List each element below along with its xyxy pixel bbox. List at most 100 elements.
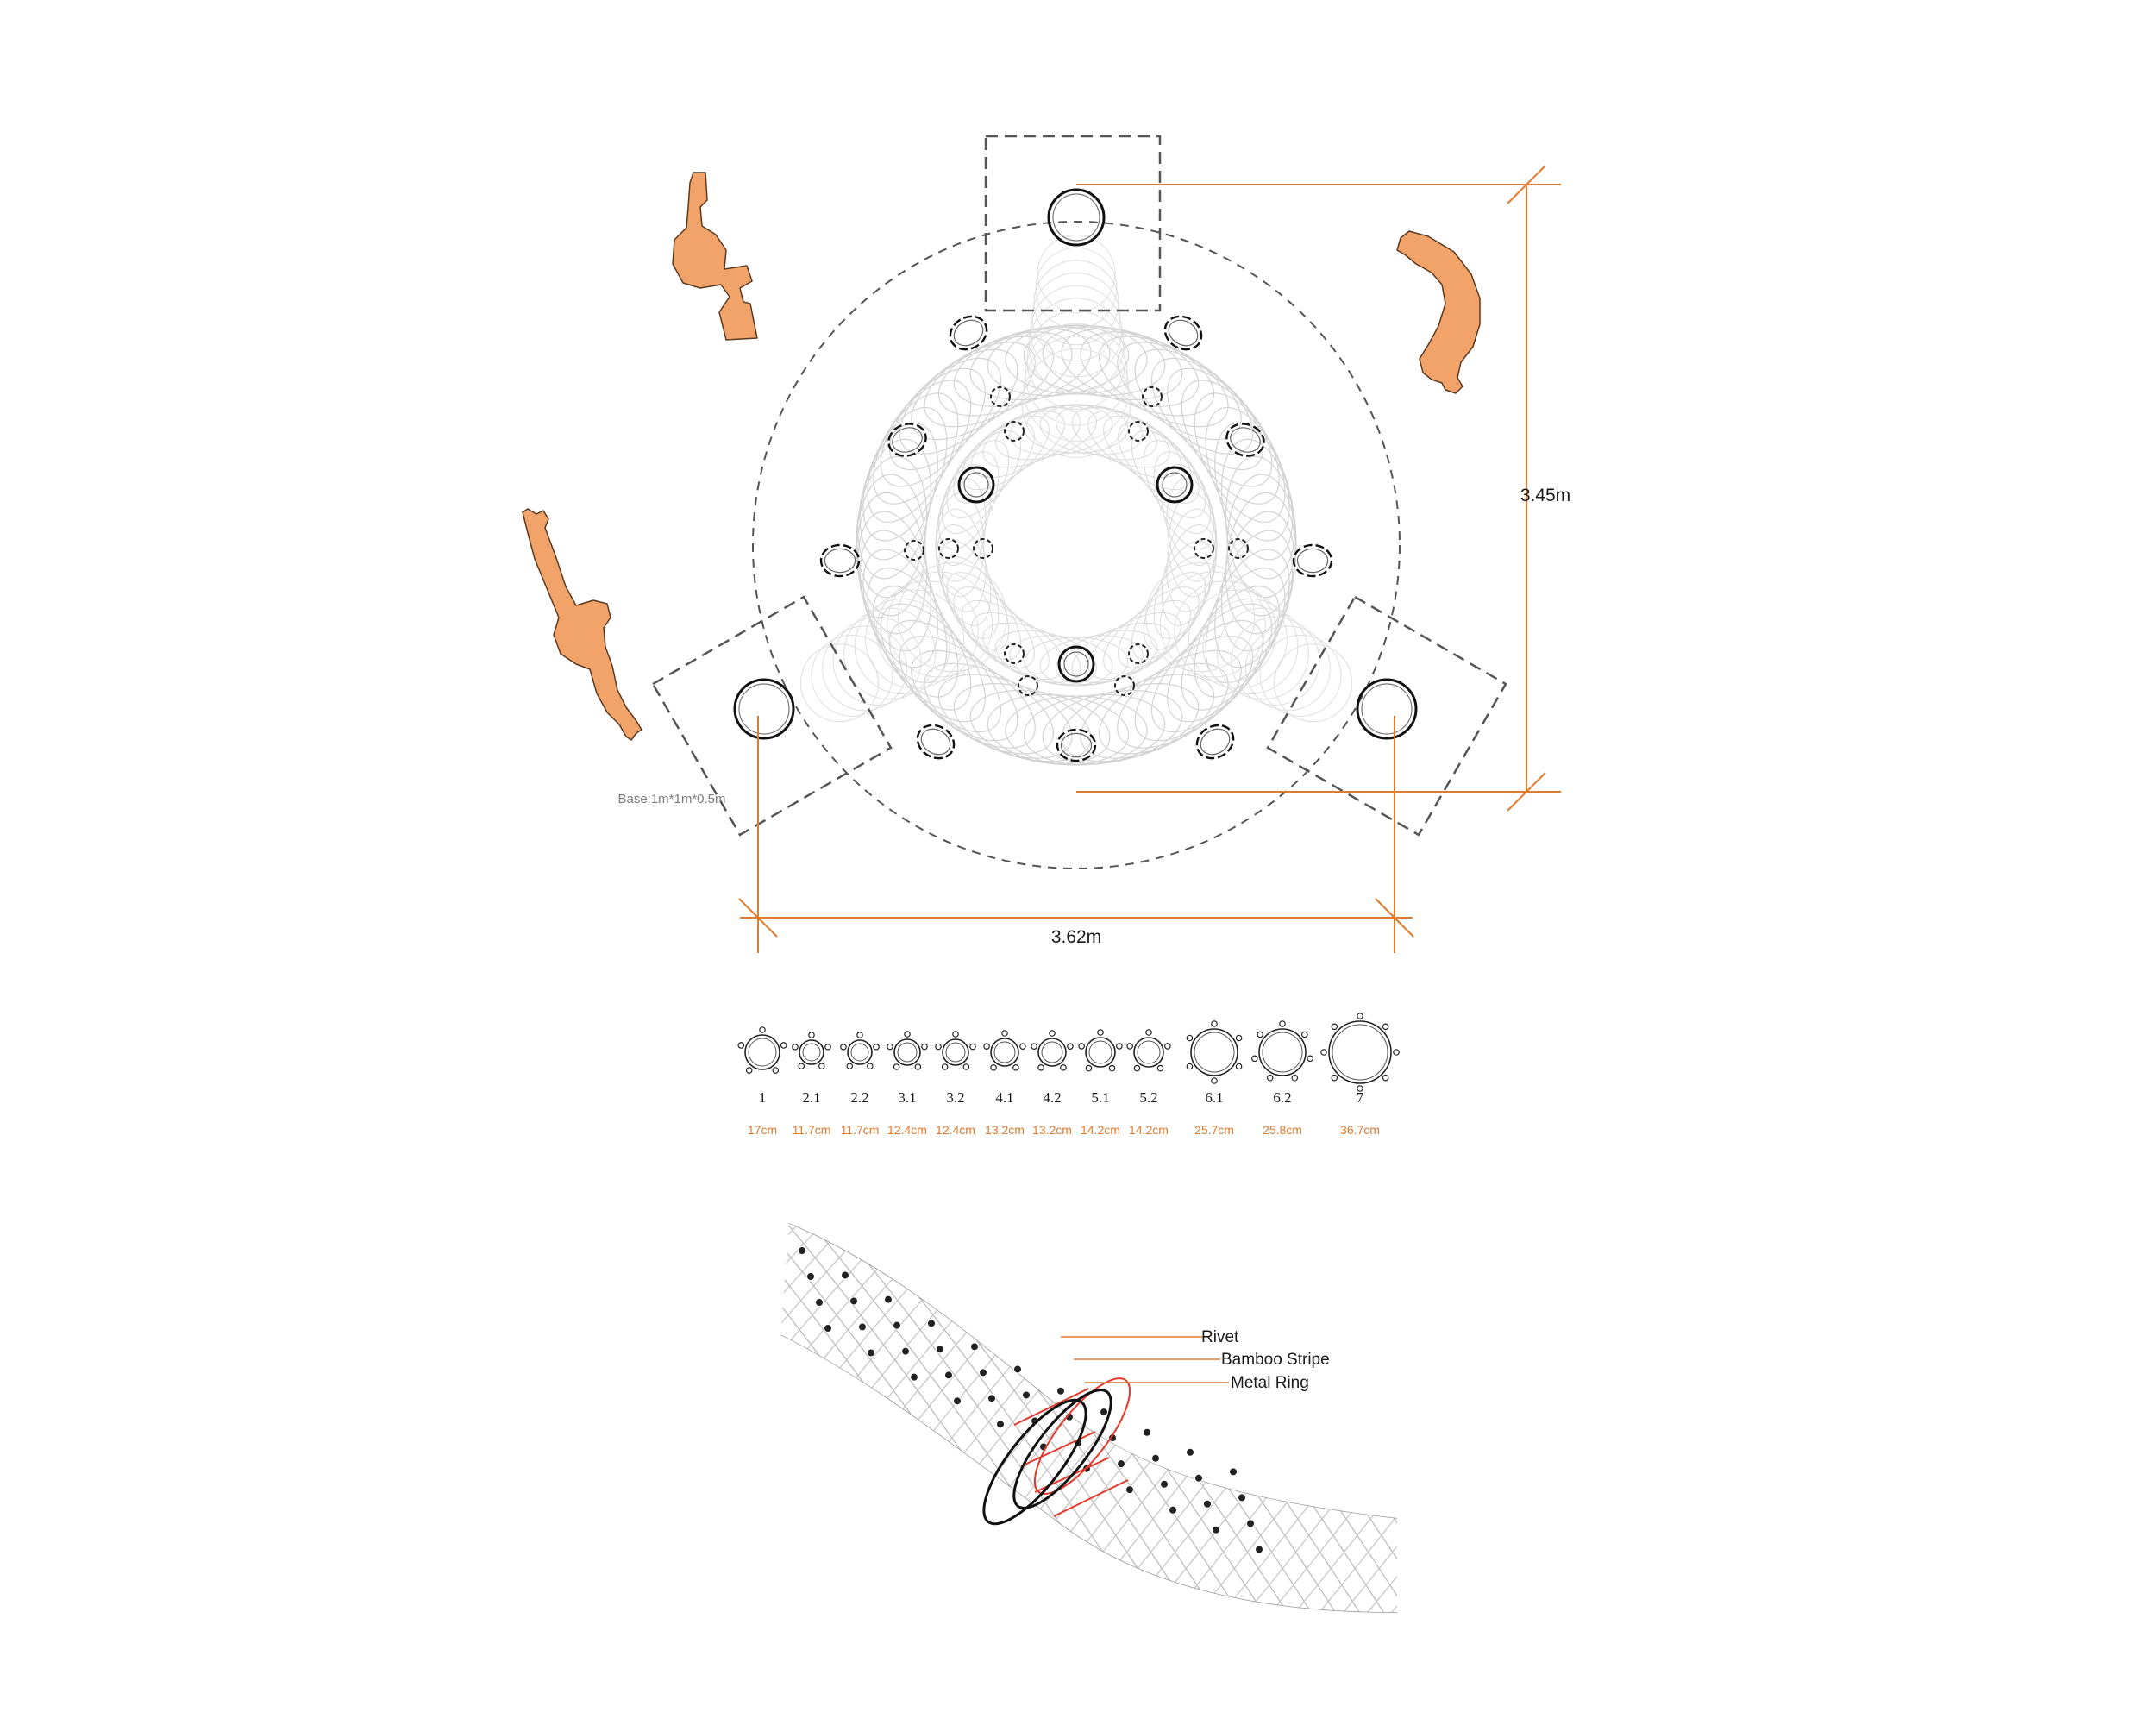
bamboo-stripe	[1652, 1190, 1980, 1639]
lattice-strand	[1056, 405, 1157, 461]
lattice-strand	[822, 625, 908, 712]
catalog-ring-inner	[850, 1043, 869, 1062]
lattice-strand	[1259, 634, 1342, 717]
bamboo-stripe	[789, 1223, 1170, 1613]
lattice-strand	[856, 474, 926, 617]
lattice-strand	[887, 571, 993, 678]
lattice-strand	[1202, 599, 1299, 694]
bamboo-weave	[41, 1190, 2039, 1639]
inner-ring-core	[1162, 472, 1188, 498]
inner-ring	[1156, 466, 1194, 504]
ring-catalog: 117cm2.111.7cm2.211.7cm3.112.4cm3.212.4c…	[737, 1013, 1400, 1137]
bamboo-stripe	[1248, 1223, 1397, 1613]
catalog-ring-outer	[942, 1038, 969, 1066]
bamboo-stripe	[1659, 1190, 2039, 1639]
bamboo-stripe	[155, 1190, 483, 1639]
plan-ring-inner	[1200, 728, 1231, 756]
base-square-top	[984, 135, 1162, 312]
lattice-strand	[1161, 524, 1217, 626]
catalog-rivet	[990, 1063, 997, 1071]
catalog-rivet	[1031, 1043, 1037, 1051]
bamboo-stripe	[780, 1223, 991, 1613]
bamboo-stripe	[780, 1223, 1025, 1613]
rivet	[815, 1298, 824, 1307]
bamboo-stripe	[300, 1190, 628, 1639]
catalog-rivet	[824, 1044, 831, 1051]
human-figure-right	[1396, 230, 1481, 394]
catalog-rivet	[1085, 1064, 1093, 1072]
connector-ring	[990, 386, 1011, 407]
ring-catalog-item: 5.114.2cm	[1078, 1029, 1123, 1137]
rivet	[1212, 1525, 1220, 1534]
bamboo-stripe	[348, 1190, 676, 1639]
catalog-rivet	[1049, 1030, 1056, 1037]
bamboo-stripe	[1055, 1223, 1397, 1613]
catalog-rivet	[1266, 1074, 1274, 1082]
lattice-strand	[1274, 643, 1353, 723]
bamboo-stripe	[186, 1190, 566, 1639]
rivet	[970, 1342, 979, 1352]
bamboo-stripe	[837, 1223, 1219, 1613]
lattice-strand	[1194, 568, 1286, 698]
rivet	[953, 1396, 962, 1406]
lattice-strand	[1071, 407, 1170, 468]
catalog-rivet	[1097, 1029, 1104, 1036]
rivet	[936, 1345, 944, 1354]
catalog-rivet	[1382, 1074, 1389, 1082]
bamboo-stripe	[780, 1223, 822, 1613]
bamboo-stripe	[90, 1190, 469, 1639]
bamboo-stripe	[1224, 1223, 1397, 1613]
lattice-strand	[880, 367, 986, 487]
rivet	[1117, 1459, 1125, 1469]
catalog-rivet	[941, 1063, 949, 1070]
catalog-rivet	[798, 1063, 805, 1070]
ring-catalog-item: 3.212.4cm	[935, 1031, 976, 1137]
base-square-left	[651, 595, 893, 837]
height-dimension-label: 3.45m	[1520, 486, 1570, 505]
catalog-rivet	[914, 1063, 922, 1070]
lattice-strand	[1168, 492, 1218, 598]
bamboo-stripe	[162, 1190, 542, 1639]
support-ring-inner	[738, 683, 790, 735]
rivet	[1194, 1473, 1203, 1483]
bamboo-stripe	[927, 1223, 1257, 1613]
catalog-rivet	[866, 1063, 874, 1070]
bamboo-stripe	[1386, 1223, 1397, 1613]
bamboo-stripe	[1289, 1223, 1397, 1613]
connector-ring	[1128, 643, 1149, 664]
bamboo-stripe	[780, 1223, 1146, 1613]
inner-ring	[1057, 645, 1095, 683]
catalog-rivet	[772, 1067, 780, 1074]
lattice-strand	[867, 568, 959, 698]
rivet	[884, 1295, 893, 1304]
bamboo-stripe	[41, 1190, 421, 1639]
catalog-rivet	[792, 1044, 799, 1051]
catalog-rivet	[1078, 1043, 1085, 1050]
catalog-rivet	[904, 1031, 911, 1038]
catalog-ring-inner	[1332, 1024, 1388, 1081]
catalog-rivet	[1012, 1063, 1019, 1071]
rivet	[1238, 1493, 1246, 1502]
bamboo-stripe	[1362, 1223, 1397, 1613]
ring-size-label: 14.2cm	[1129, 1123, 1169, 1137]
connector-ring	[1228, 538, 1249, 559]
bamboo-stripe	[780, 1223, 1063, 1613]
plan-ring	[1195, 724, 1235, 760]
rivet	[1246, 1519, 1255, 1528]
ring-id-label: 7	[1357, 1089, 1364, 1106]
lattice-strand	[1118, 422, 1200, 504]
ring-catalog-item: 4.213.2cm	[1031, 1030, 1074, 1137]
catalog-rivet	[1211, 1077, 1218, 1084]
ring-id-label: 2.2	[850, 1089, 868, 1106]
connector-ring	[1004, 643, 1025, 664]
lattice-strand	[995, 405, 1097, 461]
bamboo-stripe	[1369, 1223, 1397, 1613]
lattice-strand	[961, 599, 1050, 675]
human-figure-left	[522, 508, 642, 741]
bamboo-stripe	[283, 1190, 662, 1639]
bamboo-stripe	[1338, 1223, 1397, 1613]
connector-ring	[938, 538, 959, 559]
bamboo-stripe	[780, 1223, 846, 1613]
lattice-strand	[1030, 285, 1123, 378]
